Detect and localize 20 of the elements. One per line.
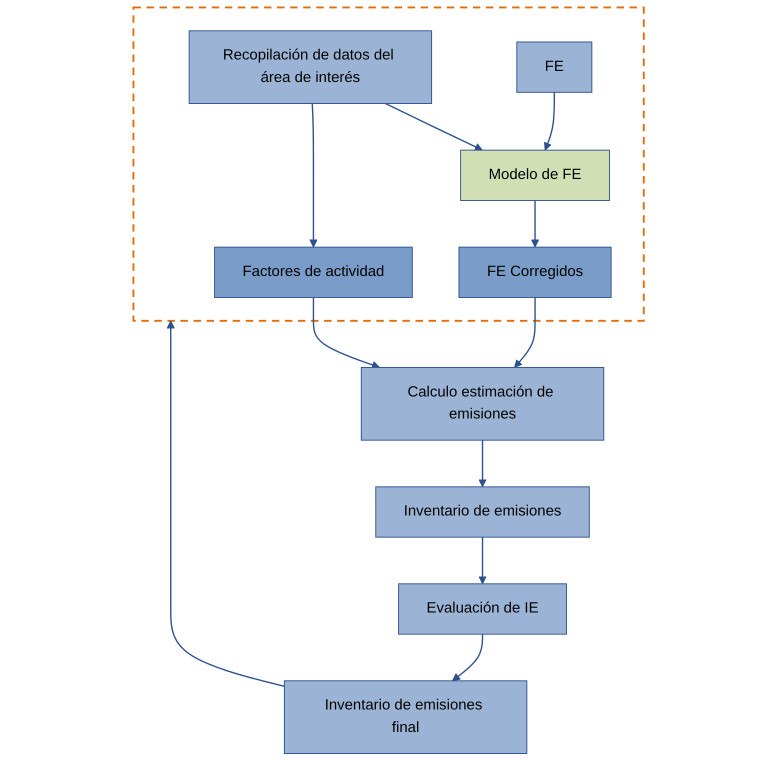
node-box: Inventario de emisiones: [375, 486, 590, 538]
node-box: FE Corregidos: [458, 246, 612, 298]
cluster: [132, 6, 645, 322]
arrow: [385, 102, 483, 151]
arrow: [514, 298, 536, 368]
arrow: [452, 634, 484, 682]
node-box: Evaluación de IE: [398, 583, 567, 635]
arrow: [478, 440, 487, 488]
arrow: [309, 103, 318, 248]
arrow: [530, 200, 540, 248]
node-box: Recopilación de datos del área de interés: [188, 30, 432, 104]
arrow: [478, 537, 487, 584]
node-box: Inventario de emisiones final: [284, 680, 528, 754]
arrow: [166, 320, 284, 688]
node-box: FE: [516, 42, 592, 93]
node-box: Modelo de FE: [460, 150, 610, 201]
node-box: Calculo estimación de emisiones: [360, 366, 604, 441]
arrow: [544, 92, 555, 151]
arrow: [312, 298, 380, 369]
node-box: Factores de actividad: [214, 246, 413, 298]
